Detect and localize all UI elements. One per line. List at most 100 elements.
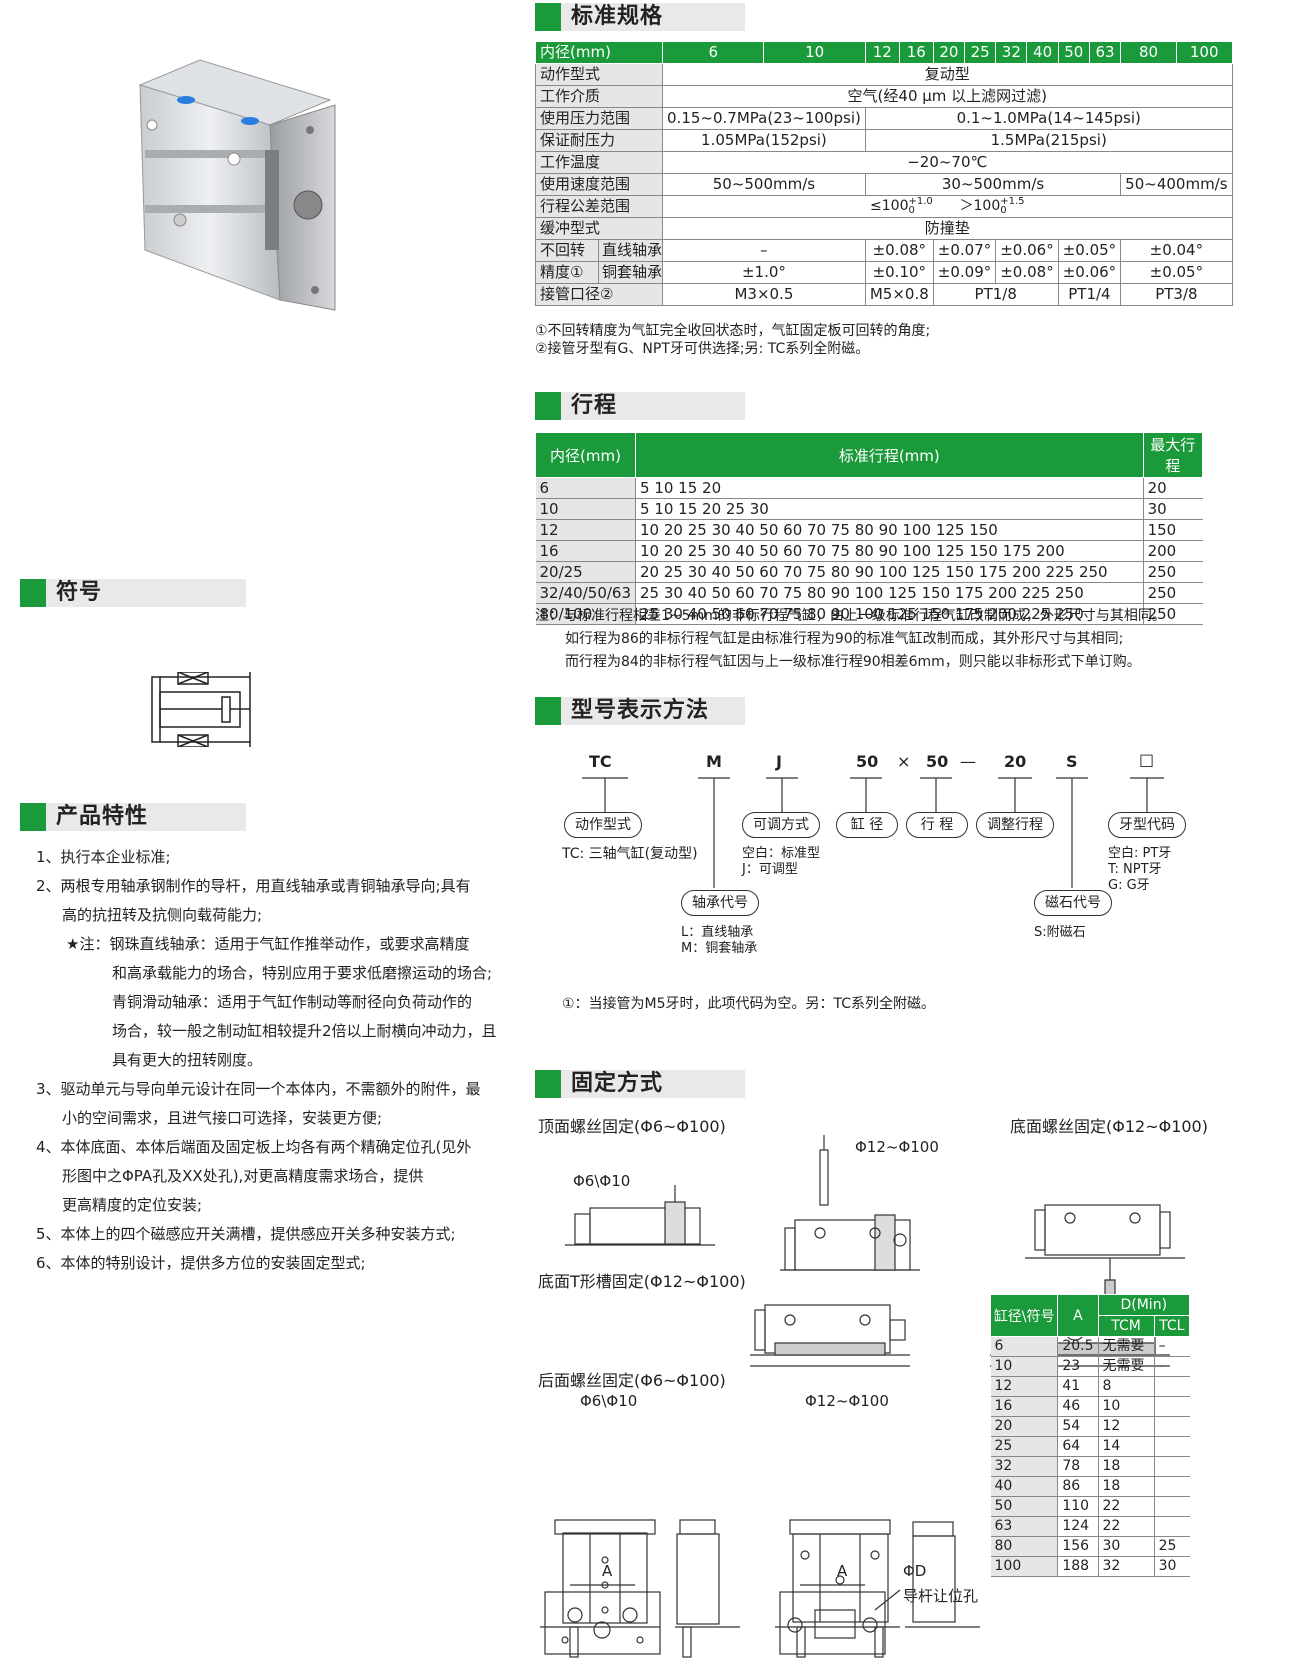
stroke-bore: 80/100 <box>535 603 637 625</box>
section-model-title: 型号表示方法 <box>571 698 710 723</box>
dmin-cell: 80 <box>990 1536 1059 1557</box>
spec-table: 内径(mm) 6 10 12 16 20 25 32 40 50 63 80 1… <box>534 41 1233 306</box>
dim-a-left: A <box>602 1562 613 1580</box>
desc-thread-0: 空白: PT牙 <box>1108 846 1172 861</box>
mount-rear-b: Φ12~Φ100 <box>805 1392 889 1410</box>
mount-top-a: Φ6\Φ10 <box>573 1172 631 1190</box>
spec-value: 空气(经40 μm 以上滤网过滤) <box>662 85 1233 108</box>
pill-bore: 缸 径 <box>836 812 898 838</box>
stroke-bore: 32/40/50/63 <box>535 582 637 604</box>
spec-label: 动作型式 <box>534 63 664 86</box>
pill-stroke: 行 程 <box>906 812 968 838</box>
dmin-cell: 25 <box>1154 1536 1190 1557</box>
dmin-cell: 18 <box>1098 1476 1155 1497</box>
stroke-h: 内径(mm) <box>534 432 637 478</box>
dmin-cell: 12 <box>1098 1416 1155 1437</box>
dmin-cell: 25 <box>990 1436 1059 1457</box>
mount-rear-label: 后面螺丝固定(Φ6~Φ100) <box>538 1371 726 1390</box>
section-model-header: 型号表示方法 <box>535 697 745 725</box>
spec-label: 使用压力范围 <box>534 107 664 130</box>
spec-value: ±0.06° <box>995 239 1059 262</box>
stroke-max: 250 <box>1142 582 1203 604</box>
stroke-note-2: 如行程为86的非标行程气缸是由标准行程为90的标准气缸改制而成，其外形尺寸与其相… <box>565 631 1124 647</box>
list-item: 场合，较一般之制动缸相较提升2倍以上耐横向冲动力，且 <box>112 1022 497 1040</box>
spec-value: M5×0.8 <box>864 283 934 306</box>
code-x: × <box>897 752 911 771</box>
dmin-cell: 20 <box>990 1416 1059 1437</box>
spec-header-row: 内径(mm) 6 10 12 16 20 25 32 40 50 63 80 1… <box>534 41 1233 64</box>
dmin-h2: A <box>1057 1294 1099 1337</box>
spec-h: 50 <box>1057 41 1090 64</box>
stroke-list: 25 30 40 50 60 70 75 80 90 100 125 150 1… <box>635 582 1144 604</box>
dmin-cell: 124 <box>1057 1516 1099 1537</box>
spec-value: 复动型 <box>662 63 1233 86</box>
code-tc: TC <box>589 752 612 771</box>
spec-value: 0.15~0.7MPa(23~100psi) <box>662 107 866 130</box>
spec-value: 0.1~1.0MPa(14~145psi) <box>864 107 1233 130</box>
spec-value: 50~500mm/s <box>662 173 866 196</box>
dmin-h5: TCL <box>1153 1315 1191 1337</box>
code-s: S <box>1066 752 1078 771</box>
spec-row-proof: 保证耐压力 1.05MPa(152psi) 1.5MPa(215psi) <box>534 129 1233 152</box>
tol-b: ＞100 <box>959 198 1001 214</box>
spec-h: 16 <box>898 41 934 64</box>
dmin-header-row-2: TCM TCL <box>991 1315 1191 1337</box>
dmin-cell: 10 <box>1098 1396 1155 1417</box>
section-features-header: 产品特性 <box>20 803 246 831</box>
dmin-cell: 23 <box>1057 1356 1099 1377</box>
stroke-bore: 12 <box>535 519 637 541</box>
dim-d: ΦD <box>903 1562 927 1580</box>
dmin-cell: 16 <box>990 1396 1059 1417</box>
pill-adjstroke: 调整行程 <box>976 812 1054 838</box>
product-photo <box>138 59 336 311</box>
list-item: ★注：钢珠直线轴承：适用于气缸作推举动作，或要求高精度 <box>66 935 470 953</box>
dmin-cell: 12 <box>990 1376 1059 1397</box>
stroke-bore: 20/25 <box>535 561 637 583</box>
stroke-max: 30 <box>1142 498 1203 520</box>
list-item: 青铜滑动轴承：适用于气缸作制动等耐径向负荷动作的 <box>112 993 473 1011</box>
spec-row-cushion: 缓冲型式 防撞垫 <box>534 217 1233 240</box>
desc-bearing-1: M：铜套轴承 <box>681 941 758 956</box>
dmin-cell: 54 <box>1057 1416 1099 1437</box>
spec-value: −20~70℃ <box>662 151 1233 174</box>
spec-note-2: ②接管牙型有G、NPT牙可供选择;另: TC系列全附磁。 <box>535 341 870 357</box>
section-stroke-title: 行程 <box>571 393 618 418</box>
features-list: 1、执行本企业标准; 2、两根专用轴承钢制作的导杆，用直线轴承或青铜轴承导向;具… <box>36 843 546 1278</box>
dmin-cell <box>1154 1456 1190 1477</box>
stroke-note-1: 注：与标准行程相差1~5mm的非标行程气缸，由上一级标准行程气缸改制而成，外形尺… <box>535 608 1166 624</box>
code-j: J <box>776 752 782 771</box>
list-item: 6、本体的特别设计，提供多方位的安装固定型式; <box>36 1254 366 1272</box>
stroke-max: 150 <box>1142 519 1203 541</box>
dmin-cell: 无需要 <box>1098 1356 1155 1377</box>
guide-hole-label: 导杆让位孔 <box>903 1587 979 1605</box>
stroke-list: 25 30 40 50 60 70 75 80 90 100 125 150 1… <box>635 603 1144 625</box>
code-adj: 20 <box>1004 752 1027 771</box>
pill-thread: 牙型代码 <box>1108 812 1186 838</box>
spec-note-1: ①不回转精度为气缸完全收回状态时，气缸固定板可回转的角度; <box>535 323 931 339</box>
dmin-h1: 缸径\符号 <box>989 1294 1059 1337</box>
stroke-list: 5 10 15 20 <box>635 477 1144 499</box>
spec-value: ±0.10° <box>864 261 934 284</box>
desc-tc: TC: 三轴气缸(复动型) <box>562 846 698 862</box>
section-mount-header: 固定方式 <box>535 1070 745 1098</box>
desc-thread-2: G: G牙 <box>1108 878 1150 893</box>
spec-value: ±1.0° <box>662 261 866 284</box>
pill-adjust: 可调方式 <box>742 812 820 838</box>
spec-value: ±0.04° <box>1120 239 1233 262</box>
section-spec-header: 标准规格 <box>535 3 745 31</box>
spec-value: 1.05MPa(152psi) <box>662 129 866 152</box>
pill-magnet: 磁石代号 <box>1034 890 1112 916</box>
spec-label: 不回转直线轴承 <box>534 239 664 262</box>
dmin-cell <box>1154 1476 1190 1497</box>
dmin-cell: 30 <box>1098 1536 1155 1557</box>
spec-label: 缓冲型式 <box>534 217 664 240</box>
tol-a-sup: +1.0 <box>908 196 933 207</box>
stroke-bore: 10 <box>535 498 637 520</box>
